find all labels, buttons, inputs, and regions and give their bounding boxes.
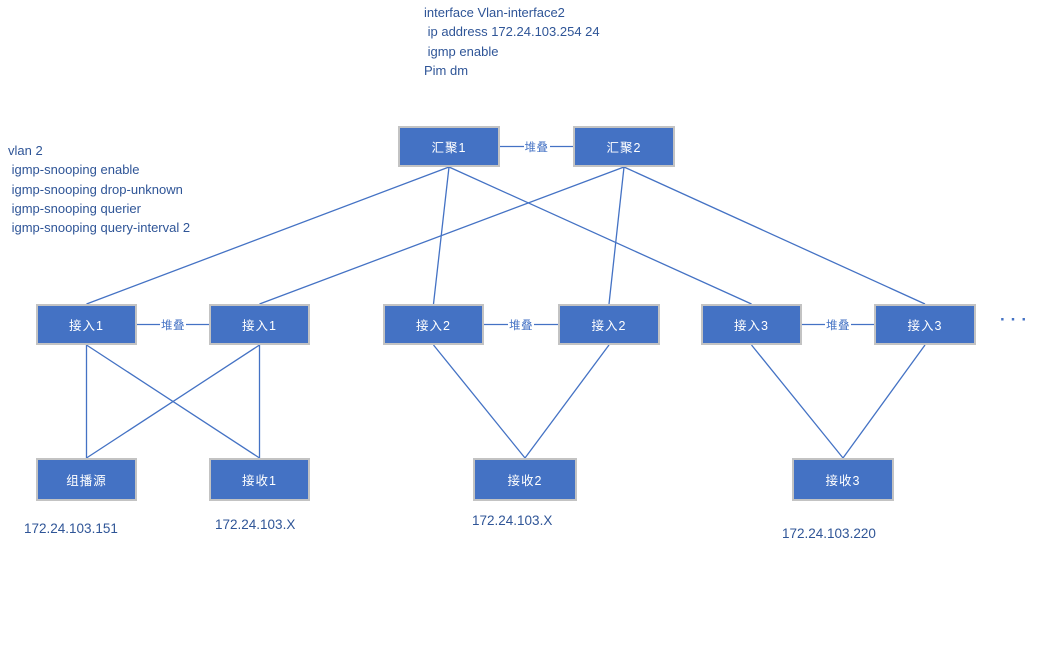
stack-link-label: 堆叠 <box>523 138 550 155</box>
node-acc2b: 接入2 <box>558 304 660 345</box>
edge-agg1-acc1a <box>86 166 450 305</box>
edge-acc3a-rcv3 <box>750 344 844 459</box>
node-rcv1: 接收1 <box>209 458 310 501</box>
config-line: vlan 2 <box>8 143 43 158</box>
more-stacks-ellipsis: ··· <box>1000 310 1032 329</box>
node-acc3a: 接入3 <box>701 304 802 345</box>
node-acc1a: 接入1 <box>36 304 137 345</box>
node-acc1b: 接入1 <box>209 304 310 345</box>
edge-agg1-acc3a <box>448 166 752 305</box>
config-line: igmp-snooping enable <box>8 162 140 178</box>
node-rcv3: 接收3 <box>792 458 894 501</box>
edge-agg2-acc2b <box>608 166 625 305</box>
node-agg1: 汇聚1 <box>398 126 500 167</box>
node-rcv2: 接收2 <box>473 458 577 501</box>
ip-address-label: 172.24.103.X <box>215 517 296 532</box>
config-line: Pim dm <box>424 62 469 78</box>
stack-link-label: 堆叠 <box>825 316 851 333</box>
node-agg2: 汇聚2 <box>573 126 675 167</box>
node-acc2a: 接入2 <box>383 304 484 345</box>
node-src: 组播源 <box>36 458 137 501</box>
edge-agg2-acc3b <box>623 166 926 305</box>
config-line: igmp-snooping query-interval 2 <box>8 220 191 236</box>
config-line: igmp-snooping drop-unknown <box>8 181 183 197</box>
edge-acc2a-rcv2 <box>432 344 526 459</box>
stack-link-label: 堆叠 <box>160 316 186 333</box>
stack-link-label: 堆叠 <box>508 316 534 333</box>
ip-address-label: 172.24.103.151 <box>24 521 118 536</box>
vlan-interface-config-text: interface Vlan-interface2 ip address 172… <box>424 3 600 80</box>
config-line: ip address 172.24.103.254 24 <box>424 24 600 40</box>
edge-acc1b-src <box>86 344 260 459</box>
ip-address-label: 172.24.103.220 <box>782 526 876 541</box>
config-line: igmp enable <box>424 43 499 59</box>
node-acc3b: 接入3 <box>874 304 976 345</box>
ip-address-label: 172.24.103.X <box>472 513 553 528</box>
config-line: igmp-snooping querier <box>8 200 141 216</box>
config-line: interface Vlan-interface2 <box>424 5 565 20</box>
edge-agg2-acc1b <box>259 166 625 305</box>
edge-acc2b-rcv2 <box>524 344 610 459</box>
vlan2-igmp-snooping-config-text: vlan 2 igmp-snooping enable igmp-snoopin… <box>8 141 190 237</box>
edge-acc3b-rcv3 <box>842 344 926 459</box>
